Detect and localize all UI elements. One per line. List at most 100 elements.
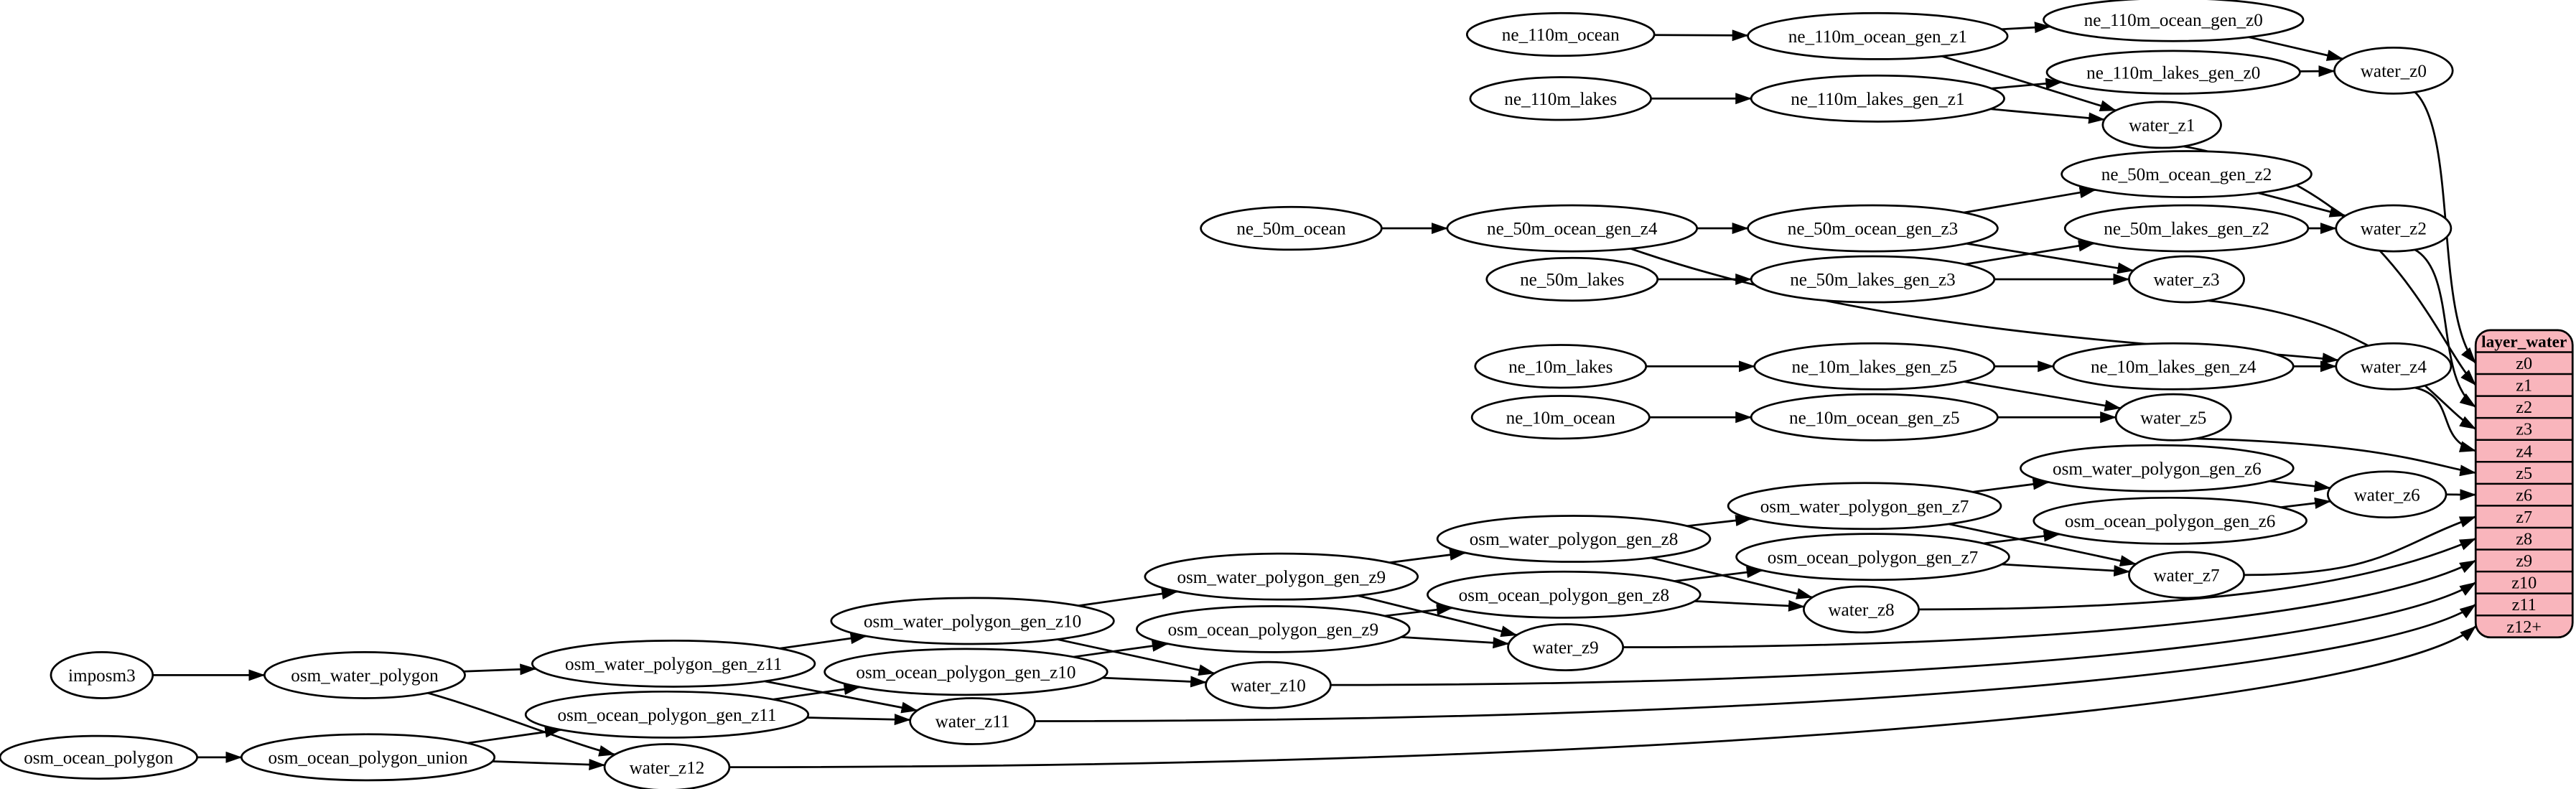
node-label-ne_10m_lakes_gen_z4: ne_10m_lakes_gen_z4 [2091, 358, 2257, 377]
node-osm_ocean_polygon_gen_z6: osm_ocean_polygon_gen_z6 [2033, 496, 2307, 545]
record-row-z10: z10 [2511, 574, 2537, 593]
edge-osm_water_polygon_gen_z8-to-osm_water_polygon_gen_z7 [1686, 515, 1753, 528]
node-ne_50m_ocean_gen_z3: ne_50m_ocean_gen_z3 [1747, 204, 1999, 253]
record-row-z3: z3 [2516, 420, 2532, 439]
record-row-z2: z2 [2516, 398, 2532, 417]
node-label-ne_50m_ocean_gen_z3: ne_50m_ocean_gen_z3 [1788, 220, 1959, 239]
node-label-ne_110m_ocean: ne_110m_ocean [1502, 26, 1620, 45]
node-label-water_z9: water_z9 [1533, 638, 1599, 658]
node-osm_water_polygon_gen_z7: osm_water_polygon_gen_z7 [1727, 482, 2002, 531]
node-label-osm_ocean_polygon_union: osm_ocean_polygon_union [268, 749, 468, 768]
node-osm_water_polygon_gen_z6: osm_water_polygon_gen_z6 [2020, 444, 2295, 492]
edge-osm_ocean_polygon_gen_z7-to-water_z7 [2002, 563, 2131, 577]
node-label-ne_10m_lakes_gen_z5: ne_10m_lakes_gen_z5 [1792, 358, 1958, 377]
node-label-osm_ocean_polygon_gen_z7: osm_ocean_polygon_gen_z7 [1768, 548, 1978, 567]
node-label-osm_water_polygon_gen_z7: osm_water_polygon_gen_z7 [1760, 497, 1969, 516]
node-ne_50m_lakes_gen_z3: ne_50m_lakes_gen_z3 [1750, 255, 1996, 304]
node-label-water_z4: water_z4 [2361, 358, 2427, 377]
node-ne_50m_ocean_gen_z4: ne_50m_ocean_gen_z4 [1446, 204, 1699, 253]
node-label-osm_water_polygon_gen_z8: osm_water_polygon_gen_z8 [1470, 530, 1679, 549]
node-osm_water_polygon_gen_z9: osm_water_polygon_gen_z9 [1144, 552, 1419, 601]
edge-osm_water_polygon-to-osm_water_polygon_gen_z11 [463, 663, 537, 676]
node-ne_50m_ocean_gen_z2: ne_50m_ocean_gen_z2 [2061, 150, 2313, 198]
node-osm_ocean_polygon_union: osm_ocean_polygon_union [240, 733, 496, 782]
node-label-ne_50m_ocean_gen_z4: ne_50m_ocean_gen_z4 [1487, 220, 1658, 239]
edge-osm_ocean_polygon_gen_z9-to-water_z9 [1401, 636, 1510, 649]
node-water_z0: water_z0 [2333, 46, 2454, 95]
edge-osm_ocean_polygon_gen_z8-to-osm_ocean_polygon_gen_z7 [1674, 566, 1763, 582]
node-water_z3: water_z3 [2128, 255, 2245, 304]
edge-osm_water_polygon_gen_z7-to-osm_water_polygon_gen_z6 [1972, 478, 2050, 493]
node-label-osm_ocean_polygon_gen_z8: osm_ocean_polygon_gen_z8 [1459, 586, 1669, 605]
edge-osm_water_polygon_gen_z9-to-osm_water_polygon_gen_z8 [1389, 548, 1467, 564]
node-osm_ocean_polygon_gen_z10: osm_ocean_polygon_gen_z10 [823, 648, 1109, 696]
node-water_z11: water_z11 [909, 697, 1036, 745]
edge-ne_110m_ocean_gen_z0-to-water_z0 [2248, 36, 2343, 61]
node-label-osm_water_polygon: osm_water_polygon [291, 666, 439, 686]
node-label-osm_ocean_polygon_gen_z9: osm_ocean_polygon_gen_z9 [1168, 620, 1378, 640]
record-row-z12+: z12+ [2506, 617, 2542, 637]
edge-osm_water_polygon_gen_z6-to-water_z6 [2269, 480, 2331, 492]
node-ne_110m_ocean_gen_z0: ne_110m_ocean_gen_z0 [2043, 0, 2305, 42]
node-label-osm_water_polygon_gen_z10: osm_water_polygon_gen_z10 [864, 612, 1081, 632]
edge-water_z4-to-layer_water-z4 [2414, 386, 2477, 452]
edge-ne_110m_lakes_gen_z1-to-ne_110m_lakes_gen_z0 [1991, 78, 2063, 90]
node-osm_ocean_polygon_gen_z7: osm_ocean_polygon_gen_z7 [1735, 533, 2010, 582]
node-water_z9: water_z9 [1507, 623, 1625, 671]
node-label-ne_10m_ocean_gen_z5: ne_10m_ocean_gen_z5 [1789, 408, 1960, 428]
node-label-ne_110m_lakes: ne_110m_lakes [1504, 90, 1617, 109]
edge-osm_water_polygon-to-water_z12 [427, 691, 616, 757]
node-ne_50m_ocean: ne_50m_ocean [1200, 205, 1383, 251]
edge-water_z5-to-layer_water-z5 [2194, 437, 2477, 477]
node-label-water_z3: water_z3 [2153, 271, 2219, 290]
edge-osm_water_polygon_gen_z7-to-water_z7 [1949, 523, 2137, 566]
node-label-ne_50m_ocean_gen_z2: ne_50m_ocean_gen_z2 [2101, 165, 2272, 185]
node-osm_ocean_polygon_gen_z11: osm_ocean_polygon_gen_z11 [524, 690, 810, 739]
record-row-z8: z8 [2516, 530, 2532, 549]
record-title: layer_water [2481, 332, 2567, 351]
node-label-ne_10m_ocean: ne_10m_ocean [1506, 408, 1616, 428]
node-osm_water_polygon_gen_z11: osm_water_polygon_gen_z11 [531, 640, 816, 688]
edge-osm_ocean_polygon_gen_z9-to-osm_ocean_polygon_gen_z8 [1384, 604, 1453, 617]
record-row-z1: z1 [2516, 376, 2532, 396]
node-ne_110m_lakes: ne_110m_lakes [1469, 76, 1652, 121]
edge-ne_50m_ocean_gen_z3-to-ne_50m_ocean_gen_z2 [1964, 187, 2096, 214]
node-water_z4: water_z4 [2335, 342, 2453, 391]
node-water_z1: water_z1 [2101, 101, 2222, 149]
edge-ne_50m_ocean_gen_z2-to-water_z2 [2258, 192, 2346, 218]
edge-water_z11-to-layer_water-z11 [1035, 603, 2477, 722]
edge-water_z8-to-layer_water-z8 [1918, 538, 2477, 611]
node-ne_50m_lakes_gen_z2: ne_50m_lakes_gen_z2 [2063, 204, 2310, 253]
node-label-water_z1: water_z1 [2129, 116, 2195, 136]
edge-osm_ocean_polygon_gen_z6-to-water_z6 [2280, 497, 2331, 509]
node-label-water_z11: water_z11 [935, 712, 1010, 732]
node-label-osm_ocean_polygon_gen_z11: osm_ocean_polygon_gen_z11 [557, 706, 776, 725]
edge-osm_ocean_polygon_union-to-water_z12 [492, 758, 606, 770]
nodes-layer: ne_110m_ocean ne_110m_ocean_gen_z1 ne_110m… [0, 0, 2454, 789]
node-water_z5: water_z5 [2114, 393, 2232, 442]
node-label-water_z8: water_z8 [1828, 601, 1894, 620]
node-water_z10: water_z10 [1205, 660, 1332, 709]
record-row-z4: z4 [2516, 442, 2532, 461]
node-label-water_z12: water_z12 [630, 758, 705, 778]
edge-ne_110m_ocean_gen_z1-to-ne_110m_ocean_gen_z0 [2001, 22, 2051, 34]
edge-ne_10m_lakes_gen_z5-to-water_z5 [1964, 381, 2122, 411]
node-label-ne_50m_ocean: ne_50m_ocean [1236, 220, 1346, 239]
record-row-z5: z5 [2516, 464, 2532, 483]
record-row-z6: z6 [2516, 485, 2532, 505]
node-label-ne_50m_lakes: ne_50m_lakes [1520, 271, 1624, 290]
node-osm_ocean_polygon: osm_ocean_polygon [0, 734, 198, 780]
node-ne_10m_ocean: ne_10m_ocean [1470, 395, 1651, 440]
node-ne_110m_ocean_gen_z1: ne_110m_ocean_gen_z1 [1747, 11, 2009, 60]
node-ne_50m_lakes: ne_50m_lakes [1485, 256, 1659, 302]
edge-ne_50m_lakes_gen_z3-to-ne_50m_lakes_gen_z2 [1964, 240, 2095, 266]
edge-osm_ocean_polygon_gen_z10-to-osm_ocean_polygon_gen_z9 [1073, 640, 1169, 658]
edge-ne_110m_ocean-to-ne_110m_ocean_gen_z1 [1654, 29, 1749, 42]
node-label-osm_water_polygon_gen_z11: osm_water_polygon_gen_z11 [565, 655, 782, 674]
edge-osm_water_polygon_gen_z11-to-water_z11 [765, 680, 918, 714]
edge-water_z7-to-layer_water-z7 [2244, 515, 2477, 576]
edge-osm_ocean_polygon_gen_z7-to-osm_ocean_polygon_gen_z6 [1983, 530, 2061, 545]
node-osm_ocean_polygon_gen_z8: osm_ocean_polygon_gen_z8 [1427, 570, 1702, 619]
node-label-osm_water_polygon_gen_z9: osm_water_polygon_gen_z9 [1177, 568, 1386, 587]
